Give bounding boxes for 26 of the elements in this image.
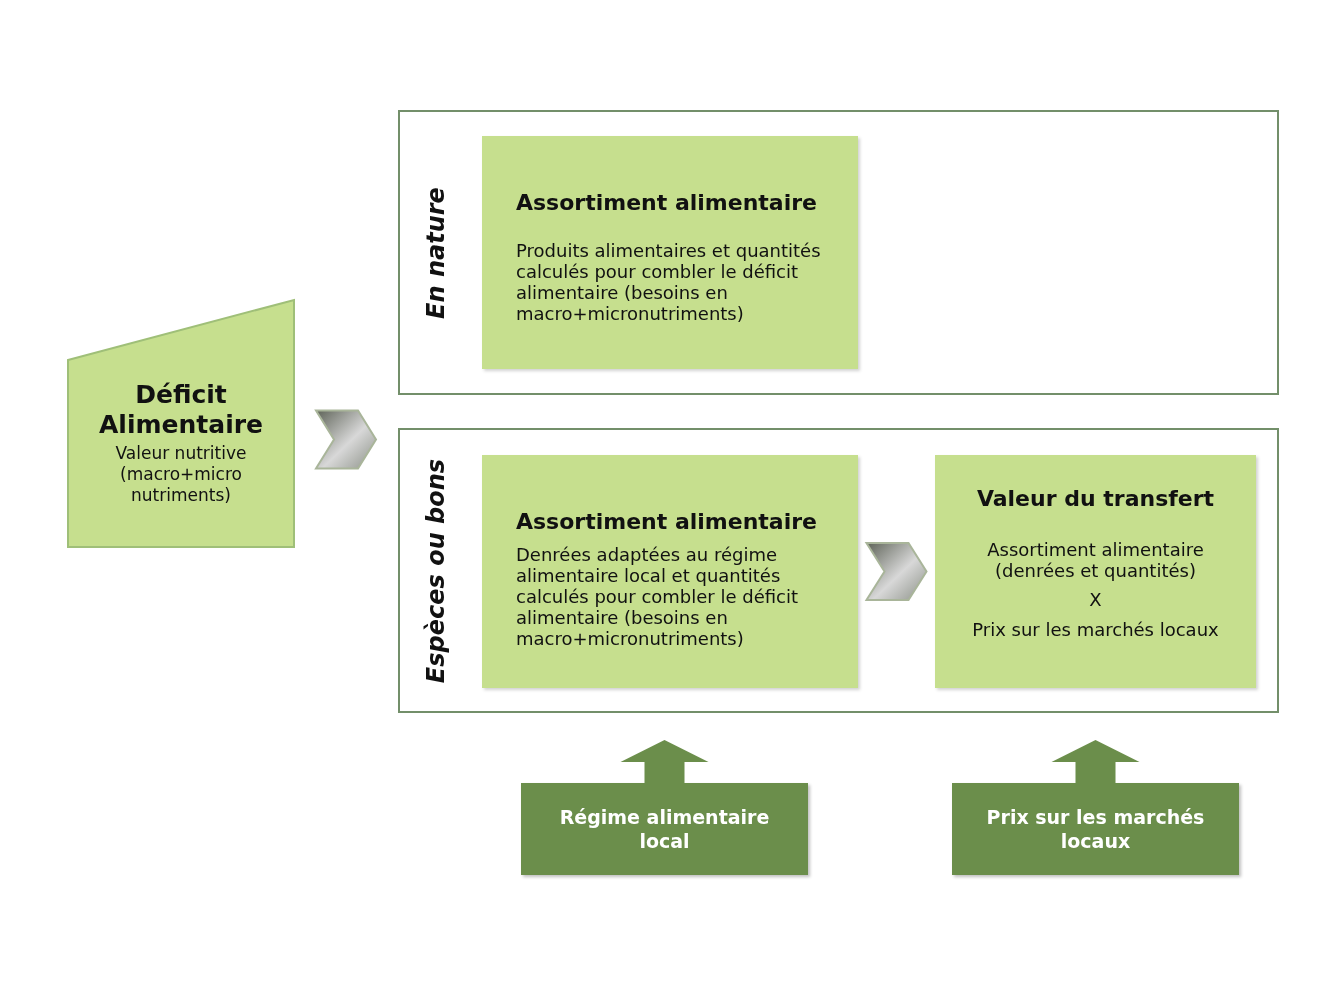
content-box bbox=[482, 136, 858, 369]
input-box bbox=[952, 783, 1239, 875]
box-title: Déficit Alimentaire bbox=[98, 380, 264, 440]
panel-label: Espèces ou bons bbox=[422, 458, 450, 683]
box-description: Produits alimentaires et quantités calculés pour combler le déficit alimentaire (besoins en macro+micronutriments) bbox=[516, 240, 822, 324]
multiply-sign: X bbox=[1088, 589, 1103, 610]
panel-label: En nature bbox=[422, 186, 450, 319]
content-box bbox=[935, 455, 1256, 688]
box-description: Assortiment alimentaire (denrées et quantités) bbox=[986, 539, 1205, 581]
pentagon-box bbox=[68, 300, 294, 547]
chevron-arrow bbox=[314, 409, 378, 470]
block-arrow bbox=[620, 740, 709, 783]
box-title: Assortiment alimentaire bbox=[516, 190, 819, 215]
box-description: Valeur nutritive (macro+micro nutriments) bbox=[114, 443, 248, 506]
box-label: Régime alimentaire local bbox=[558, 805, 771, 853]
box-description: Prix sur les marchés locaux bbox=[971, 619, 1220, 640]
box-title: Assortiment alimentaire bbox=[516, 509, 819, 534]
chevron-arrow bbox=[864, 542, 928, 601]
box-description: Denrées adaptées au régime alimentaire local et quantités calculés pour combler le déficit alimentaire (besoins en macro+micronutriments) bbox=[516, 544, 800, 649]
box-label: Prix sur les marchés locaux bbox=[985, 805, 1206, 853]
content-box bbox=[482, 455, 858, 688]
input-box bbox=[521, 783, 808, 875]
group-panel bbox=[398, 110, 1279, 395]
box-title: Valeur du transfert bbox=[975, 488, 1216, 509]
block-arrow bbox=[1051, 740, 1140, 783]
group-panel bbox=[398, 428, 1279, 713]
